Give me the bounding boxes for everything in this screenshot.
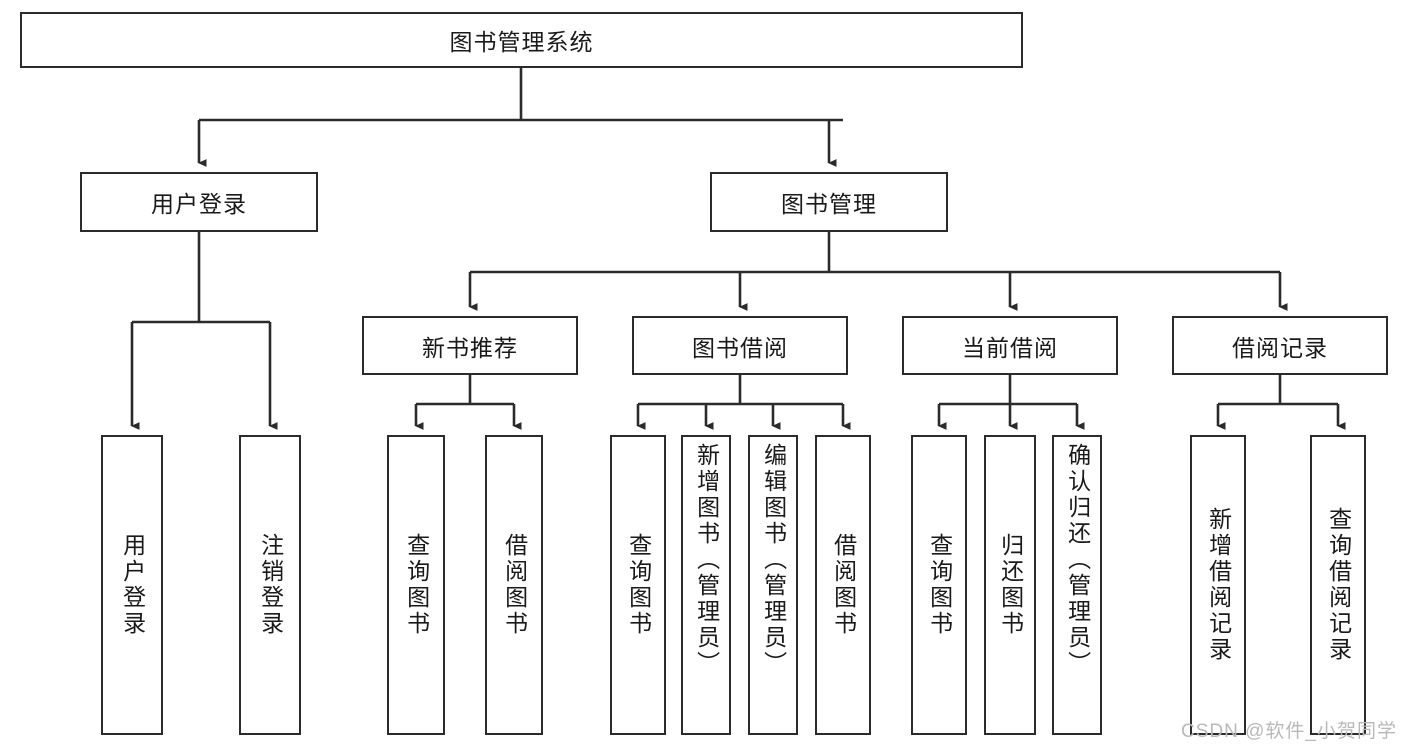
node-root-label: 图书管理系统 xyxy=(449,29,594,55)
edge-group-book-manage xyxy=(468,232,1288,311)
node-root[interactable]: 图书管理系统 xyxy=(20,12,1023,68)
node-book-manage-label: 图书管理 xyxy=(781,191,877,217)
node-new-book-rec[interactable]: 新书推荐 xyxy=(362,316,578,375)
node-leaf-query-cur[interactable]: 查询图书 xyxy=(911,435,967,735)
node-leaf-query-record-label: 查询借阅记录 xyxy=(1325,507,1352,663)
node-leaf-edit-book-label: 编辑图书（管理员） xyxy=(760,443,787,677)
node-leaf-user-login-label: 用户登录 xyxy=(119,533,146,637)
node-leaf-query-book[interactable]: 查询图书 xyxy=(610,435,666,735)
edge-group-root xyxy=(197,68,843,167)
node-leaf-edit-book[interactable]: 编辑图书（管理员） xyxy=(748,435,798,735)
node-leaf-add-record[interactable]: 新增借阅记录 xyxy=(1190,435,1246,735)
node-book-borrow-label: 图书借阅 xyxy=(692,334,788,361)
node-book-manage[interactable]: 图书管理 xyxy=(710,172,948,232)
node-current-borrow-label: 当前借阅 xyxy=(962,334,1058,361)
edge-group-new-book-rec xyxy=(414,375,522,430)
node-leaf-logout-label: 注销登录 xyxy=(257,533,284,637)
node-borrow-record-label: 借阅记录 xyxy=(1232,334,1328,361)
node-leaf-return-book[interactable]: 归还图书 xyxy=(984,435,1036,735)
edge-group-borrow-record xyxy=(1216,375,1346,430)
node-new-book-rec-label: 新书推荐 xyxy=(422,334,518,361)
node-user-login-label: 用户登录 xyxy=(151,191,247,217)
node-leaf-borrow-book[interactable]: 借阅图书 xyxy=(815,435,871,735)
node-leaf-add-book[interactable]: 新增图书（管理员） xyxy=(681,435,731,735)
node-current-borrow[interactable]: 当前借阅 xyxy=(902,316,1118,375)
edge-group-book-borrow xyxy=(636,375,851,430)
node-leaf-borrow-book-rec[interactable]: 借阅图书 xyxy=(485,435,543,735)
edge-group-current-borrow xyxy=(937,375,1085,430)
node-leaf-query-book-label: 查询图书 xyxy=(625,533,652,637)
node-leaf-query-cur-label: 查询图书 xyxy=(926,533,953,637)
node-leaf-confirm-return-label: 确认归还（管理员） xyxy=(1064,443,1091,677)
node-leaf-add-book-label: 新增图书（管理员） xyxy=(693,443,720,677)
node-leaf-user-login[interactable]: 用户登录 xyxy=(101,435,163,735)
node-user-login[interactable]: 用户登录 xyxy=(80,172,318,232)
edge-group-user-login xyxy=(130,232,278,430)
node-leaf-borrow-book-label: 借阅图书 xyxy=(830,533,857,637)
node-leaf-query-record[interactable]: 查询借阅记录 xyxy=(1310,435,1366,735)
node-borrow-record[interactable]: 借阅记录 xyxy=(1172,316,1388,375)
node-leaf-query-book-rec[interactable]: 查询图书 xyxy=(387,435,445,735)
node-leaf-borrow-book-rec-label: 借阅图书 xyxy=(501,533,528,637)
node-leaf-query-book-rec-label: 查询图书 xyxy=(403,533,430,637)
node-leaf-add-record-label: 新增借阅记录 xyxy=(1205,507,1232,663)
watermark-text: CSDN @软件_小贺同学 xyxy=(1181,721,1397,742)
node-leaf-return-book-label: 归还图书 xyxy=(997,533,1024,637)
node-leaf-confirm-return[interactable]: 确认归还（管理员） xyxy=(1052,435,1102,735)
node-book-borrow[interactable]: 图书借阅 xyxy=(632,316,848,375)
node-leaf-logout[interactable]: 注销登录 xyxy=(239,435,301,735)
